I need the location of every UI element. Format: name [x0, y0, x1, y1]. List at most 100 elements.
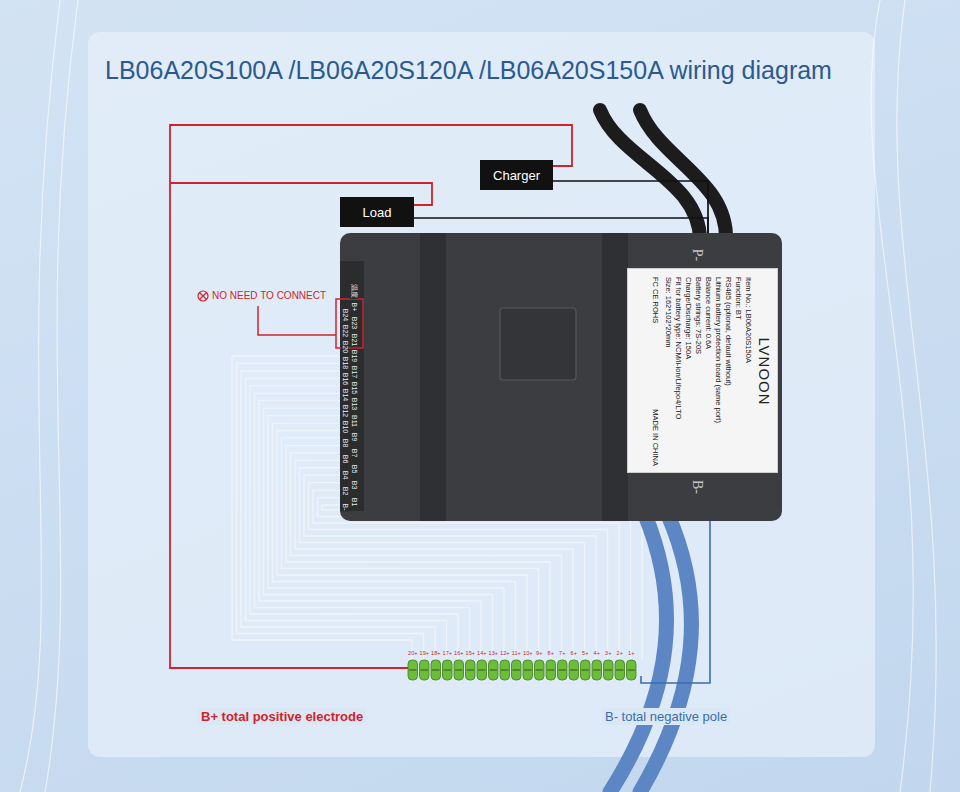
- battery-cell: [627, 660, 637, 680]
- cell-band: [409, 670, 417, 671]
- cell-band: [455, 670, 463, 671]
- battery-cell: [592, 660, 602, 680]
- device-box: Charger: [480, 160, 553, 190]
- cell-number: 8+: [548, 650, 554, 656]
- charge-wire: [553, 181, 708, 233]
- pin-name: B17: [350, 365, 358, 379]
- blue-cable: [640, 515, 691, 792]
- terminal-label: B-: [689, 480, 705, 494]
- cell-number: 20+: [408, 650, 417, 656]
- spec-line: Fit for battery type: NCM/li-ion/Lifepo4…: [673, 277, 683, 466]
- pin-name: B2: [341, 486, 349, 497]
- balance-wire: [318, 498, 631, 660]
- cell-band: [478, 670, 486, 671]
- spec-line: RS485 (optional, default without): [723, 277, 733, 466]
- cell-band: [628, 670, 636, 671]
- spec-line: Item No.: LB06A20S150A: [743, 277, 753, 466]
- cell-band: [513, 670, 521, 671]
- cell-band: [593, 670, 601, 671]
- pin-name: B22: [341, 324, 349, 338]
- cell-band: [501, 670, 509, 671]
- cell-band: [582, 670, 590, 671]
- battery-cell: [420, 660, 430, 680]
- device-name: Load: [363, 205, 392, 220]
- battery-cell: [443, 660, 453, 680]
- bms-housing: LVNOONItem No.: LB06A20S150AFunction: BT…: [340, 233, 782, 521]
- pin-name: B13: [350, 397, 358, 411]
- device-box: Load: [340, 197, 414, 227]
- spec-line: MADE IN CHINA: [650, 409, 660, 466]
- pin-name: B6: [341, 454, 349, 465]
- cell-number: 19+: [420, 650, 429, 656]
- battery-cell: [569, 660, 579, 680]
- battery-cell: [477, 660, 487, 680]
- pin-name: B16: [341, 372, 349, 386]
- pin-name: B3: [350, 480, 358, 491]
- pin-name: B11: [350, 414, 358, 428]
- swirl: [45, 0, 78, 792]
- battery-cell: [489, 660, 499, 680]
- swirl: [871, 0, 913, 792]
- swirl: [897, 0, 936, 792]
- battery-cell: [581, 660, 591, 680]
- cell-number: 5+: [582, 650, 588, 656]
- cell-number: 17+: [443, 650, 452, 656]
- pin-name: B1: [350, 496, 358, 507]
- pin-name: B4: [341, 470, 349, 481]
- cell-number: 3+: [605, 650, 611, 656]
- spec-label: LVNOONItem No.: LB06A20S150AFunction: BT…: [627, 268, 778, 473]
- cell-number: 10+: [523, 650, 532, 656]
- pin-name: B23: [350, 316, 358, 330]
- cell-band: [559, 670, 567, 671]
- cell-number: 14+: [477, 650, 486, 656]
- battery-cells: [408, 660, 636, 680]
- b-cables: [610, 515, 691, 792]
- groove: [420, 233, 446, 521]
- pin-name: B14: [341, 388, 349, 402]
- pin-name: B12: [341, 404, 349, 418]
- cell-band: [524, 670, 532, 671]
- device-name: Charger: [493, 168, 540, 183]
- pin-name: B7: [350, 448, 358, 459]
- pin-name: B18: [341, 356, 349, 370]
- spec-line: Lithium battery protection board (same p…: [713, 277, 723, 466]
- terminal-note: B- total negative pole: [602, 708, 730, 725]
- cell-band: [570, 670, 578, 671]
- cell-number: 2+: [617, 650, 623, 656]
- cell-number: 7+: [559, 650, 565, 656]
- cell-band: [444, 670, 452, 671]
- p-cables: [600, 110, 726, 240]
- pin-name: B19: [350, 349, 358, 363]
- cross-icon: [198, 291, 208, 301]
- terminal-label: P-: [689, 249, 705, 261]
- panel: [88, 32, 875, 757]
- battery-cell: [512, 660, 522, 680]
- spec-line: Balance current: 0.6A: [703, 277, 713, 466]
- battery-cell: [500, 660, 510, 680]
- cell-band: [421, 670, 429, 671]
- brand-name: LVNOON: [755, 277, 774, 466]
- cell-band: [616, 670, 624, 671]
- warning-note: NO NEED TO CONNECT: [212, 290, 326, 301]
- cell-number: 12+: [500, 650, 509, 656]
- cell-number: 15+: [466, 650, 475, 656]
- pin-name: 温度: [350, 283, 358, 299]
- cell-number: 18+: [431, 650, 440, 656]
- groove: [602, 233, 628, 521]
- diagram-title: LB06A20S100A /LB06A20S120A /LB06A20S150A…: [105, 56, 832, 85]
- cell-number: 13+: [489, 650, 498, 656]
- cell-number: 9+: [536, 650, 542, 656]
- terminal-note: B+ total positive electrode: [198, 708, 366, 725]
- cell-number: 4+: [594, 650, 600, 656]
- cell-band: [432, 670, 440, 671]
- battery-cell: [558, 660, 568, 680]
- battery-cell: [615, 660, 625, 680]
- cell-band: [467, 670, 475, 671]
- pin-name: B-: [341, 503, 349, 512]
- spec-line: Size: 162*102*20mm: [663, 277, 673, 466]
- battery-cell: [604, 660, 614, 680]
- spec-line: Charge/Discharge: 150A: [683, 277, 693, 466]
- swirl: [20, 0, 60, 792]
